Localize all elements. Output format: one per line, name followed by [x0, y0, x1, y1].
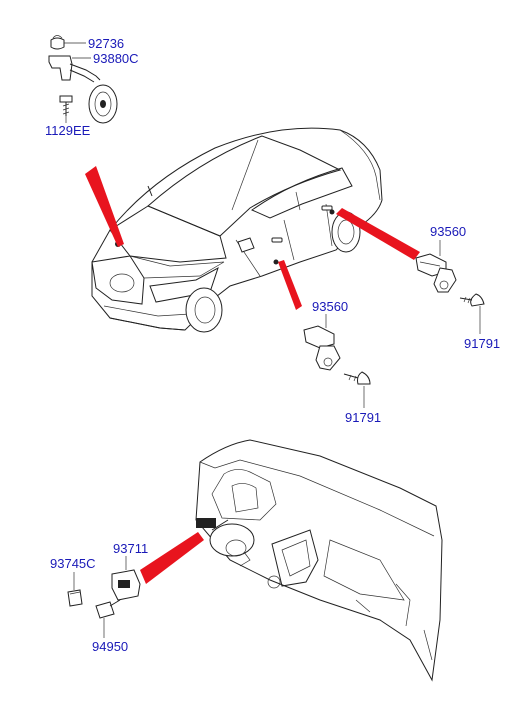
pointer-rear-door — [336, 208, 420, 260]
part-label-91791-right[interactable]: 91791 — [464, 336, 501, 351]
screw-center — [343, 371, 371, 385]
dashboard-illustration — [195, 439, 443, 682]
door-switch-right — [415, 253, 457, 293]
horn-assembly — [48, 35, 118, 124]
part-label-1129ee[interactable]: 1129EE — [45, 123, 91, 138]
connector-94950 — [95, 599, 121, 619]
door-switch-center — [303, 325, 341, 371]
part-label-93880c[interactable]: 93880C — [93, 51, 139, 66]
part-label-93560-right[interactable]: 93560 — [430, 224, 467, 239]
switch-cover-93745c — [67, 589, 83, 607]
pointer-horn — [85, 166, 124, 247]
part-label-91791-center[interactable]: 91791 — [345, 410, 382, 425]
switch-93711 — [111, 569, 141, 601]
part-label-93711[interactable]: 93711 — [113, 541, 149, 556]
part-label-92736[interactable]: 92736 — [88, 36, 125, 51]
pointer-front-door — [278, 260, 302, 310]
part-label-93745c[interactable]: 93745C — [50, 556, 96, 571]
part-label-93560-center[interactable]: 93560 — [312, 299, 349, 314]
screw-right — [459, 293, 485, 307]
car-illustration — [91, 127, 383, 333]
part-label-94950[interactable]: 94950 — [92, 639, 129, 654]
pointer-dashboard-switch — [140, 532, 204, 584]
